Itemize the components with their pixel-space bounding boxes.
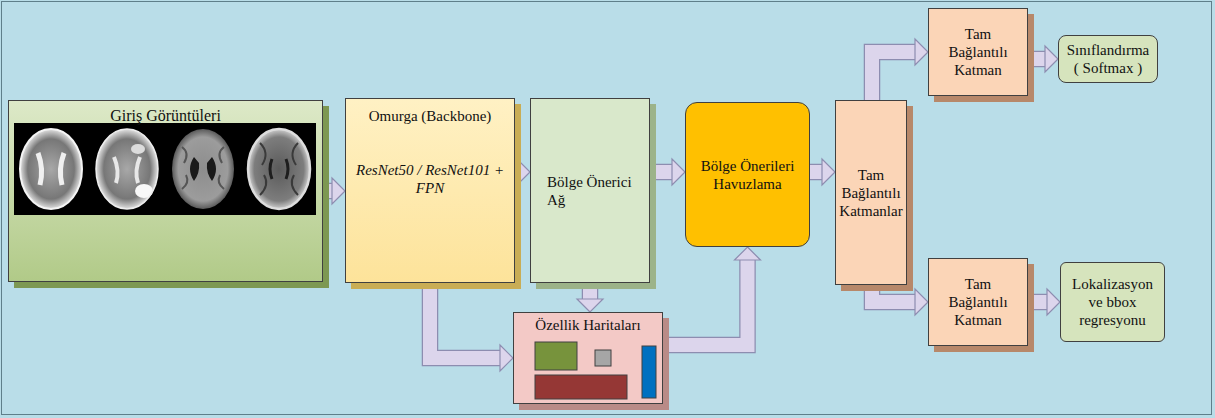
flow-arrow	[872, 39, 928, 100]
flow-arrow	[650, 159, 685, 185]
arrow-shaft	[872, 52, 915, 100]
flow-arrow	[323, 178, 345, 204]
flow-arrow	[515, 159, 530, 185]
node-label: Bölge Önerici Ağ	[547, 173, 643, 209]
arrow-shaft-outline	[810, 164, 822, 181]
arrow-shaft-outline	[582, 283, 599, 299]
arrow-head	[672, 159, 685, 185]
mri-images	[14, 123, 316, 215]
rpn-box: Bölge Önerici Ağ	[530, 98, 650, 283]
fc-layer-box: Tam Bağlantılı Katman	[928, 8, 1028, 96]
arrow-shaft-outline	[872, 285, 915, 302]
arrow-shaft-outline	[323, 183, 332, 200]
flow-arrow	[810, 159, 835, 185]
arrow-head	[332, 178, 345, 204]
arrow-shaft	[1028, 52, 1045, 66]
flow-arrow	[430, 283, 513, 371]
arrow-shaft-outline	[663, 260, 748, 345]
node-label: Omurga (Backbone)	[352, 107, 508, 125]
arrow-head	[1045, 46, 1058, 72]
backbone-box: Omurga (Backbone) ResNet50 / ResNet101 + …	[345, 98, 515, 283]
arrow-shaft-outline	[430, 283, 500, 358]
flow-arrow	[577, 283, 603, 312]
node-label: Tam Bağlantılı Katmanlar	[839, 166, 903, 220]
flow-arrow	[1028, 289, 1060, 315]
arrow-shaft	[650, 165, 672, 179]
node-label: Sınıflandırma ( Softmax )	[1063, 41, 1153, 77]
arrow-shaft	[1028, 295, 1047, 309]
arrow-shaft-outline	[1028, 51, 1045, 68]
arrow-shaft-outline	[650, 164, 672, 181]
node-label: Tam Bağlantılı Katman	[935, 275, 1021, 329]
output-box: Sınıflandırma ( Softmax )	[1058, 35, 1158, 83]
arrow-shaft	[810, 165, 822, 179]
flow-arrow	[872, 285, 928, 315]
arrow-shaft	[583, 283, 597, 299]
fc-layers-box: Tam Bağlantılı Katmanlar	[835, 100, 907, 285]
fc-layer-box: Tam Bağlantılı Katman	[928, 258, 1028, 346]
arrow-shaft-outline	[1028, 294, 1047, 311]
node-label: Giriş Görüntüleri	[13, 106, 318, 125]
arrow-head	[735, 247, 761, 260]
node-label: Bölge Önerileri Havuzlama	[692, 157, 803, 193]
flow-arrow	[663, 247, 761, 345]
node-sublabel: ResNet50 / ResNet101 + FPN	[352, 161, 508, 197]
arrow-head	[517, 159, 530, 185]
arrow-shaft	[323, 184, 332, 198]
arrow-head	[1047, 289, 1060, 315]
roi-pooling-box: Bölge Önerileri Havuzlama	[685, 102, 810, 247]
node-label: Lokalizasyon ve bbox regresyonu	[1065, 275, 1160, 329]
arrow-shaft	[430, 283, 500, 358]
input-panel: Giriş Görüntüleri	[8, 100, 323, 282]
flow-arrow	[1028, 46, 1058, 72]
node-label: Özellik Haritaları	[518, 316, 658, 334]
arrow-head	[915, 289, 928, 315]
arrow-shaft	[663, 260, 748, 345]
arrow-shaft	[872, 285, 915, 302]
output-box: Lokalizasyon ve bbox regresyonu	[1060, 262, 1165, 342]
arrow-shaft-outline	[872, 52, 915, 100]
arrow-head	[577, 299, 603, 312]
feature-map-box: Özellik Haritaları	[513, 312, 663, 404]
node-label: Tam Bağlantılı Katman	[935, 25, 1021, 79]
arrow-head	[822, 159, 835, 185]
arrow-head	[915, 39, 928, 65]
arrow-head	[500, 345, 513, 371]
